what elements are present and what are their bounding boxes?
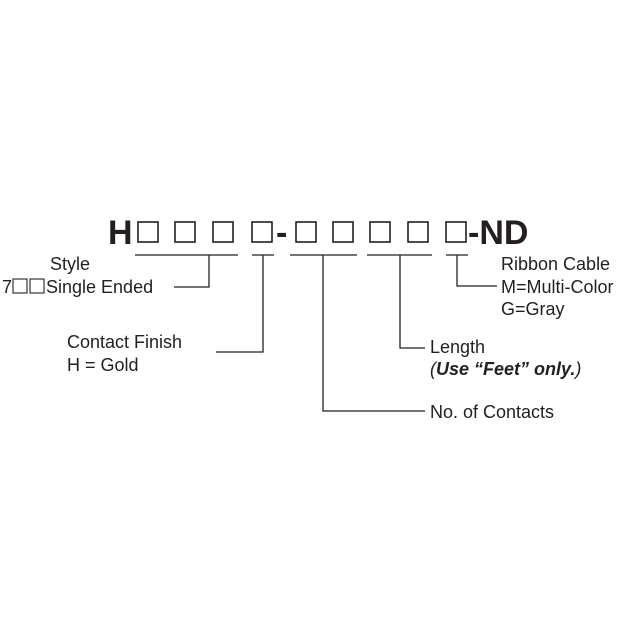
- length-title: Length: [430, 337, 485, 357]
- code-suffix: -ND: [468, 214, 528, 252]
- style-code-box-1: [12, 278, 28, 294]
- code-prefix: H: [108, 214, 133, 252]
- code-box-2: [174, 221, 196, 243]
- code-box-3: [212, 221, 234, 243]
- ribbon-cable-callout: Ribbon Cable M=Multi-Color G=Gray: [501, 254, 614, 319]
- style-leader: [174, 255, 210, 288]
- style-code-prefix: 7: [2, 277, 12, 297]
- part-number-code: H - -ND: [108, 214, 528, 252]
- code-separator: -: [276, 214, 287, 252]
- length-note-line: (Use “Feet” only.): [430, 359, 581, 379]
- style-callout: Style 7 Single Ended: [2, 254, 153, 297]
- style-code-desc: Single Ended: [46, 277, 153, 297]
- contact-finish-option: H = Gold: [67, 355, 139, 375]
- contact-finish-title: Contact Finish: [67, 332, 182, 352]
- ribbon-cable-title: Ribbon Cable: [501, 254, 610, 274]
- length-close-paren: ): [573, 359, 581, 379]
- code-box-7: [369, 221, 391, 243]
- style-title: Style: [50, 254, 90, 274]
- ribbon-cable-option-g: G=Gray: [501, 299, 565, 319]
- length-callout: Length (Use “Feet” only.): [430, 337, 581, 379]
- finish-leader: [216, 255, 264, 353]
- contact-finish-callout: Contact Finish H = Gold: [67, 332, 182, 375]
- code-box-5: [295, 221, 317, 243]
- code-box-8: [407, 221, 429, 243]
- code-box-9: [445, 221, 467, 243]
- no-of-contacts-title: No. of Contacts: [430, 402, 554, 422]
- cable-leader: [456, 255, 497, 287]
- style-code-box-2: [29, 278, 45, 294]
- leader-lines: [174, 255, 497, 412]
- length-open-paren: (: [430, 359, 438, 379]
- contacts-leader: [322, 255, 425, 412]
- length-note: Use “Feet” only.: [436, 359, 575, 379]
- no-of-contacts-callout: No. of Contacts: [430, 402, 554, 422]
- code-box-1: [137, 221, 159, 243]
- ribbon-cable-option-m: M=Multi-Color: [501, 277, 614, 297]
- code-box-6: [332, 221, 354, 243]
- code-box-4: [251, 221, 273, 243]
- length-leader: [399, 255, 425, 349]
